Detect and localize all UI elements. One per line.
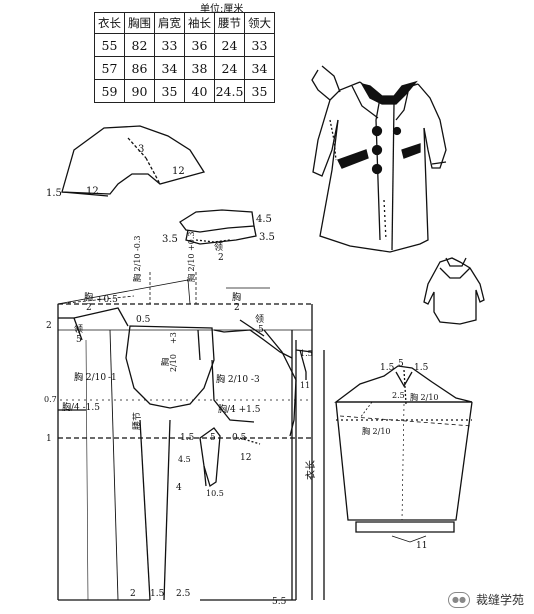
bodice-dim-0-5: 0.5 [136, 315, 151, 325]
bodice-bust-half-den: 2 [86, 303, 92, 313]
bodice-bust-left: 胸 2/10 [74, 371, 106, 383]
size-table-row: 57 86 34 38 24 34 [94, 56, 275, 80]
bodice-dim-12: 12 [240, 453, 251, 463]
bodice-armhole-frac: 2/10 [169, 354, 178, 372]
size-cell: 33 [244, 33, 275, 57]
bodice-dim-1-5a: 1.5 [300, 349, 313, 358]
size-table-header: 腰节 [214, 12, 245, 34]
bodice-plus-0-5: +0.5 [96, 295, 118, 305]
bodice-right-neck-den: 5 [258, 325, 264, 335]
size-table-header-row: 衣长 胸围 肩宽 袖长 腰节 领大 [94, 12, 275, 34]
watermark: ●● 裁缝学苑 [447, 591, 524, 608]
size-cell: 59 [94, 79, 125, 103]
collar-dim-3: 3 [138, 144, 144, 155]
bodice-dim-1: 1 [46, 434, 52, 444]
sleeve-pattern [334, 365, 473, 543]
bodice-neck-num: 领 [74, 323, 83, 335]
bodice-armhole-plus3: +3 [169, 332, 178, 344]
bodice-back-top: 胸 2/10 -0.3 [132, 236, 142, 282]
coat-back-illustration [423, 257, 485, 325]
collar-dim-12b: 12 [172, 166, 185, 177]
bodice-shoulder-top-den: 2 [234, 303, 240, 313]
bodice-dim-5: 5 [210, 433, 216, 443]
sleeve-bust-upper: 胸 2/10 [410, 392, 439, 402]
bodice-right-bust: 胸 2/10 -3 [216, 373, 260, 385]
bodice-dim-1-5c: 1.5 [150, 589, 165, 599]
size-cell: 90 [124, 79, 155, 103]
band-dim-3-5b: 3.5 [259, 232, 275, 243]
sleeve-dim-5: 5 [398, 359, 404, 369]
size-cell: 40 [184, 79, 215, 103]
size-table-row: 59 90 35 40 24.5 35 [94, 79, 275, 103]
bodice-length-label: 衣长 [304, 460, 317, 480]
collar-band [179, 209, 257, 245]
bodice-bust-half: 胸 [84, 291, 93, 303]
watermark-text: 裁缝学苑 [475, 593, 524, 607]
bodice-dim-0-7: 0.7 [44, 395, 57, 404]
band-dim-3-5a: 3.5 [162, 234, 178, 245]
bodice-waist-label: 腰节 [132, 412, 143, 430]
bodice-dim-2b: 2 [130, 589, 136, 599]
bodice-shoulder-top: 胸 [232, 291, 241, 303]
bodice-right-neck-num: 领 [255, 313, 264, 325]
size-cell: 35 [154, 79, 185, 103]
bodice-dim-2: 2 [46, 321, 52, 331]
bodice-dim-2-5: 2.5 [176, 589, 191, 599]
collar-dim-1-5: 1.5 [46, 188, 62, 199]
sleeve-dim-1-5b: 1.5 [414, 363, 429, 373]
bodice-dim-11: 11 [300, 381, 310, 390]
bodice-dim-5-5: 5.5 [272, 597, 287, 607]
sleeve-dim-1-5a: 1.5 [380, 363, 395, 373]
size-cell: 24.5 [214, 79, 245, 103]
size-cell: 35 [244, 79, 275, 103]
band-neck-num: 领 [214, 241, 223, 253]
bodice-bust-left-minus: -1 [108, 373, 117, 383]
sleeve-dim-2-5: 2.5 [392, 391, 405, 400]
bodice-right-quarter: 胸/4 +1.5 [218, 403, 261, 415]
band-dim-4-5: 4.5 [256, 214, 272, 225]
coat-illustration [311, 65, 447, 253]
size-table-row: 55 82 33 36 24 33 [94, 33, 275, 57]
unit-label: 单位:厘米 [200, 4, 244, 15]
sleeve-dim-11: 11 [416, 541, 427, 551]
collar-dim-12a: 12 [86, 186, 99, 197]
bodice-neck-den: 5 [76, 335, 82, 345]
bodice-bust-quarter: 胸/4 -1.5 [62, 401, 100, 413]
size-table: 衣长 胸围 肩宽 袖长 腰节 领大 55 82 33 36 24 33 57 8… [94, 12, 275, 103]
bodice-dim-10-5: 10.5 [206, 489, 224, 498]
bodice-dim-4-5: 4.5 [178, 455, 191, 464]
bodice-dim-1-5b: 1.5 [180, 433, 195, 443]
bodice-front-top: 胸 2/10 +0.3 [186, 232, 196, 282]
sleeve-bust-lower: 胸 2/10 [362, 426, 391, 436]
chat-bubble-icon: ●● [447, 591, 470, 608]
bodice-dim-4: 4 [176, 483, 182, 493]
size-cell: 34 [244, 56, 275, 80]
size-cell: 82 [124, 33, 155, 57]
collar-piece [61, 125, 206, 197]
band-neck-den: 2 [218, 253, 224, 263]
bodice-pattern [57, 272, 325, 601]
bodice-armhole: 胸 [160, 358, 170, 366]
bodice-dim-0-5b: 0.5 [232, 433, 247, 443]
size-cell: 24 [214, 33, 245, 57]
